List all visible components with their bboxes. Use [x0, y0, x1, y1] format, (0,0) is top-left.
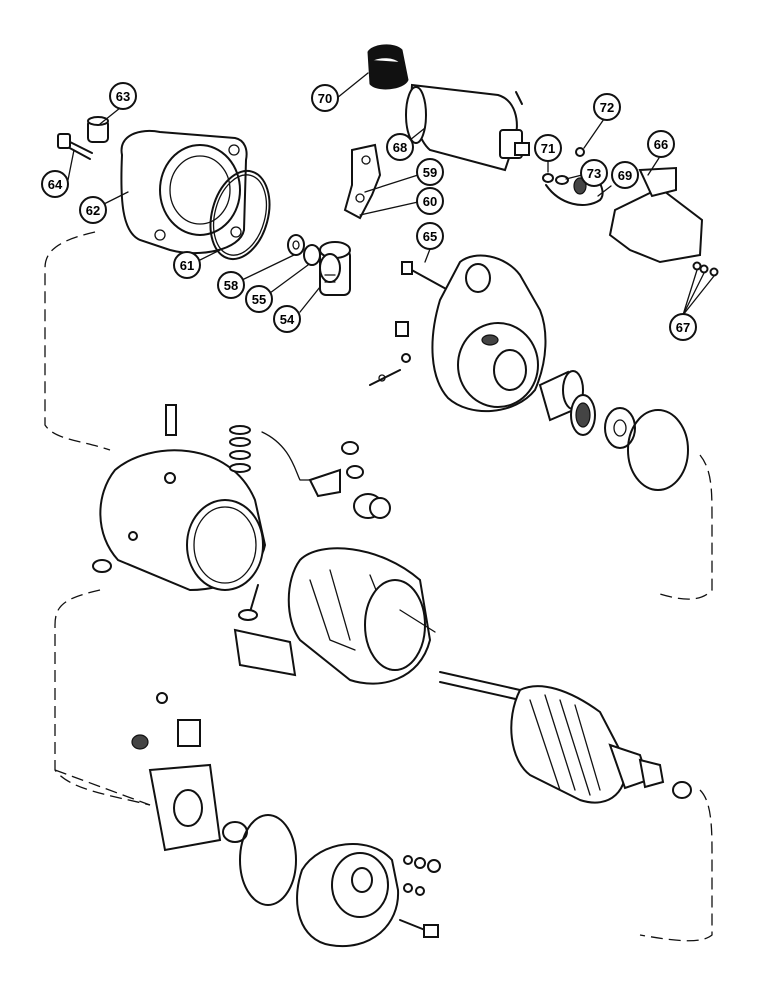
callout-67-label: 67 [676, 320, 690, 335]
housing-bushing-part [538, 370, 584, 422]
callout-72: 72 [593, 93, 621, 121]
boot-part [367, 44, 409, 90]
pole-screw-part [238, 584, 259, 621]
callout-58-label: 58 [224, 278, 238, 293]
callout-63: 63 [109, 82, 137, 110]
armature-part [439, 671, 692, 804]
terminal-stack-part [165, 404, 331, 481]
callout-70: 70 [311, 84, 339, 112]
callout-71: 71 [534, 134, 562, 162]
callout-66-label: 66 [654, 137, 668, 152]
callout-55: 55 [245, 285, 273, 313]
callout-68-label: 68 [393, 140, 407, 155]
callout-66: 66 [647, 130, 675, 158]
through-bolt-part [401, 261, 449, 291]
bushing-part [87, 116, 109, 143]
terminal-nuts-part [308, 441, 391, 519]
callout-70-label: 70 [318, 91, 332, 106]
callout-72-label: 72 [600, 100, 614, 115]
callout-58: 58 [217, 271, 245, 299]
pinion-shaft-part [369, 321, 411, 386]
callout-61-label: 61 [180, 258, 194, 273]
bolt-part [57, 133, 93, 160]
callout-54: 54 [273, 305, 301, 333]
cover-screws-part [692, 261, 719, 277]
callout-59: 59 [416, 158, 444, 186]
callout-65-label: 65 [423, 229, 437, 244]
retainer-part [303, 244, 321, 266]
pole-shoe-part [233, 628, 297, 677]
end-cover-o-ring-part [239, 814, 297, 906]
callout-62: 62 [79, 196, 107, 224]
nut-part [575, 147, 585, 157]
gear-housing-part [431, 254, 547, 413]
commutator-end-frame-part [296, 843, 400, 948]
brush-holder-part [131, 692, 222, 852]
callout-61: 61 [173, 251, 201, 279]
callout-73: 73 [580, 159, 608, 187]
callout-63-label: 63 [116, 89, 130, 104]
o-ring-part [209, 169, 271, 261]
housing-o-ring-part [627, 409, 689, 491]
callout-60-label: 60 [423, 194, 437, 209]
lock-washer-part [542, 173, 554, 183]
drive-housing-part [120, 130, 248, 254]
wire-lead-part [545, 177, 604, 206]
bearing-part [570, 394, 596, 436]
shift-lever-part [343, 143, 382, 220]
starter-drive-part [319, 241, 351, 296]
washer-part [287, 234, 305, 256]
end-frame-fasteners-part [399, 855, 441, 938]
callout-67: 67 [669, 313, 697, 341]
thrust-washer-part [604, 407, 636, 449]
field-coils-part [287, 547, 436, 685]
lower-assembly-dashed-outline [54, 589, 713, 942]
solenoid-cover-part [608, 166, 704, 264]
callout-54-label: 54 [280, 312, 295, 327]
callout-69-label: 69 [618, 168, 632, 183]
callout-64: 64 [41, 170, 69, 198]
callout-64-label: 64 [48, 177, 63, 192]
field-frame-part [99, 449, 267, 592]
callout-60: 60 [416, 187, 444, 215]
callout-55-label: 55 [252, 292, 266, 307]
callout-71-label: 71 [541, 141, 555, 156]
terminal-part [555, 175, 569, 185]
callout-62-label: 62 [86, 203, 100, 218]
callout-65: 65 [416, 222, 444, 250]
solenoid-part [405, 83, 530, 172]
callout-69: 69 [611, 161, 639, 189]
frame-screw-part [92, 559, 112, 573]
callout-68: 68 [386, 133, 414, 161]
callout-73-label: 73 [587, 166, 601, 181]
upper-assembly-dashed-outline [44, 231, 713, 600]
callout-59-label: 59 [423, 165, 437, 180]
